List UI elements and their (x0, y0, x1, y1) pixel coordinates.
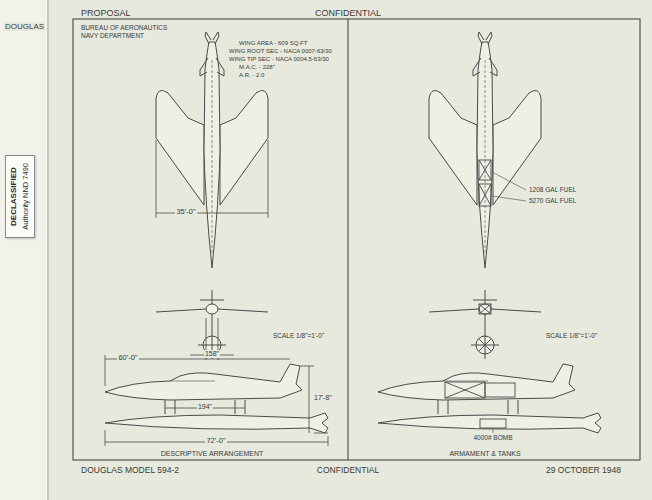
drawing-path (105, 355, 290, 386)
drawing-rect (479, 160, 491, 180)
tank-label: 5270 GAL FUEL (528, 197, 577, 204)
drawing-path (492, 172, 526, 201)
dimension-label: 194" (197, 403, 213, 411)
tank-label: 1208 GAL FUEL (528, 186, 577, 193)
drawing-path (479, 160, 491, 180)
stamp-authority: Authority NND 7490 (22, 163, 31, 230)
dimension-lines (105, 140, 328, 470)
sheet-header: PROPOSAL (80, 8, 132, 18)
drawing-path (190, 318, 234, 360)
office-name: NAVY DEPARTMENT (80, 32, 145, 39)
scale-note: SCALE 1/8"=1'-0" (545, 332, 598, 339)
drawing-path (105, 430, 328, 446)
margin-note: DOUGLAS (4, 22, 45, 31)
scale-note: SCALE 1/8"=1'-0" (272, 332, 325, 339)
drawing-line (347, 19, 348, 460)
drawing-rect (485, 383, 515, 397)
tank-markings (445, 160, 526, 433)
dimension-label: 72'-0" (205, 437, 226, 446)
wing-data: A.R. - 2.0 (238, 72, 265, 79)
classification-mark: CONFIDENTIAL (314, 8, 382, 18)
drawing-rect (479, 184, 491, 206)
model-title: DOUGLAS MODEL 594-2 (80, 466, 180, 476)
drawing-use (378, 364, 601, 433)
bomb-label: 4000# BOMB (472, 434, 513, 441)
drawing-use (105, 364, 328, 433)
wing-data: WING TIP SEC - NACA 0004.5-63/30 (228, 56, 330, 63)
wing-data: WING AREA - 609 SQ.FT (238, 40, 308, 47)
drawing-path (479, 304, 491, 351)
drawing-line (47, 0, 49, 500)
dimension-label: 158" (204, 350, 220, 358)
drawing-path (493, 428, 494, 433)
drawing-rect (480, 419, 506, 428)
dimension-label: 60'-0" (117, 354, 138, 363)
drawing-use (156, 290, 268, 359)
wing-data: M.A.C. - 228" (238, 64, 276, 71)
drawing-path (479, 184, 491, 206)
sheet-date: 29 OCTOBER 1948 (545, 466, 622, 476)
drawing-rect (445, 382, 485, 398)
paper (48, 0, 652, 500)
drawing-use (429, 32, 541, 268)
view-title: ARMAMENT & TANKS (448, 450, 521, 458)
stamp-heading: DECLASSIFIED (9, 167, 18, 226)
view-title: DESCRIPTIVE ARRANGEMENT (160, 450, 265, 458)
dimension-label: 17'-8" (313, 394, 333, 402)
classification-mark: CONFIDENTIAL (316, 466, 380, 476)
declassified-stamp: DECLASSIFIED Authority NND 7490 (5, 155, 35, 238)
sheet-frame (73, 19, 640, 460)
office-name: BUREAU OF AERONAUTICS (80, 24, 168, 31)
drawing-path (445, 382, 485, 398)
dimension-label: 35'-0" (175, 208, 196, 217)
wing-data: WING ROOT SEC - NACA 0007-63/30 (228, 48, 333, 55)
drawing-path (156, 140, 268, 218)
drawing-use (429, 290, 541, 359)
